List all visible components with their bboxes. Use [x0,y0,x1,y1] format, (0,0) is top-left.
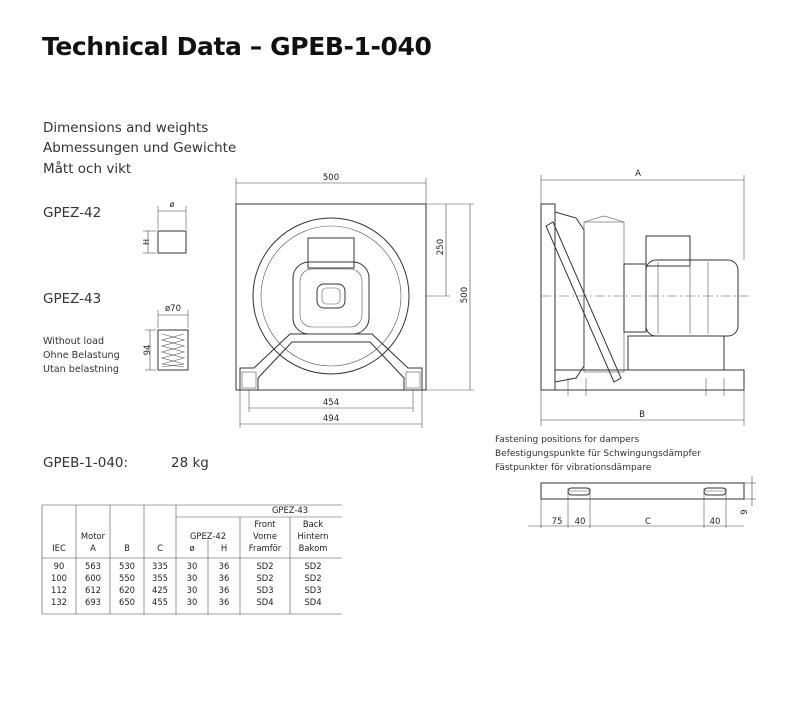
table-cell: 90 [54,561,65,571]
gpez42-h-label: H [142,239,151,245]
section-dimensions-de: Abmessungen und Gewichte [43,140,237,156]
section-dimensions-en: Dimensions and weights [43,120,209,136]
gpez43-phi70-label: ø70 [165,304,181,314]
table-header-a: A [90,543,96,553]
section-dimensions-sv: Mått och vikt [43,161,132,177]
without-load-en: Without load [43,336,105,347]
weight-label: GPEB-1-040: [43,455,129,471]
table-header-phi: ø [189,543,194,553]
data-table: GPEZ-43 Front Vorne Framför Back Hintern… [51,505,328,607]
table-cell: 132 [51,597,67,607]
table-cell: SD2 [256,561,273,571]
fastening-c-label: C [645,517,651,527]
table-header-front-3: Framför [249,543,282,553]
table-cell: 36 [219,597,230,607]
gpez43-label: GPEZ-43 [43,291,102,307]
front-height-partial-label: 250 [436,239,446,255]
table-header-back-3: Bakom [299,543,328,553]
table-cell: SD4 [304,597,321,607]
table-cell: SD2 [304,573,321,583]
page-title: Technical Data – GPEB-1-040 [42,32,432,61]
table-cell: 30 [187,561,198,571]
fastening-40b-label: 40 [710,517,721,527]
table-lines [41,504,342,615]
table-cell: 550 [119,573,135,583]
table-cell: 612 [85,585,101,595]
table-cell: 112 [51,585,67,595]
table-header-front-1: Front [254,519,276,529]
weight-value: 28 kg [171,455,209,471]
table-cell: 36 [219,585,230,595]
table-cell: 36 [219,573,230,583]
table-header-c: C [157,543,163,553]
table-cell: 620 [119,585,135,595]
table-cell: 600 [85,573,101,583]
table-cell: 650 [119,597,135,607]
without-load-de: Ohne Belastung [43,350,120,361]
fastening-en: Fastening positions for dampers [495,435,640,445]
table-cell: 355 [152,573,168,583]
gpez42-label: GPEZ-42 [43,205,102,221]
side-dim-b-label: B [639,410,645,420]
table-header-back-2: Hintern [298,531,329,541]
table-cell: SD3 [256,585,273,595]
front-width-top-label: 500 [323,173,339,183]
table-header-gpez42: GPEZ-42 [190,531,226,541]
fastening-40a-label: 40 [575,517,586,527]
fastening-drawing: 75 40 C 40 9 [528,476,756,528]
table-header-motor: Motor [81,531,106,541]
front-height-right-label: 500 [460,287,470,303]
table-cell: 36 [219,561,230,571]
table-header-b: B [124,543,130,553]
table-cell: SD2 [256,573,273,583]
table-header-gpez43: GPEZ-43 [272,505,308,515]
gpez42-phi-label: ø [170,200,175,209]
table-cell: 100 [51,573,67,583]
table-cell: 425 [152,585,168,595]
table-header-back-1: Back [303,519,323,529]
table-cell: 30 [187,573,198,583]
side-dim-a-label: A [635,169,641,179]
table-cell: SD2 [304,561,321,571]
table-cell: 30 [187,597,198,607]
table-cell: 335 [152,561,168,571]
gpez43-h94-label: 94 [143,345,153,356]
fastening-75-label: 75 [552,517,563,527]
fastening-de: Befestigungspunkte für Schwingungsdämpfe… [495,449,701,459]
side-view-drawing: A B [540,169,750,426]
fastening-9-label: 9 [740,509,750,514]
table-cell: SD4 [256,597,273,607]
front-view-drawing: 500 250 500 454 494 [235,173,474,428]
without-load-sv: Utan belastning [43,364,120,375]
table-cell: 563 [85,561,101,571]
table-cell: 530 [119,561,135,571]
table-cell: 455 [152,597,168,607]
gpez43-damper-drawing: ø70 94 [143,304,189,371]
table-header-front-2: Vorne [253,531,277,541]
gpez42-damper-drawing: ø H [142,200,187,254]
fastening-sv: Fästpunkter för vibrationsdämpare [495,463,652,473]
front-width-494-label: 494 [323,414,339,424]
front-width-454-label: 454 [323,398,339,408]
table-header-iec: IEC [52,543,66,553]
table-header-h: H [221,543,227,553]
table-cell: 693 [85,597,101,607]
table-cell: 30 [187,585,198,595]
table-cell: SD3 [304,585,321,595]
